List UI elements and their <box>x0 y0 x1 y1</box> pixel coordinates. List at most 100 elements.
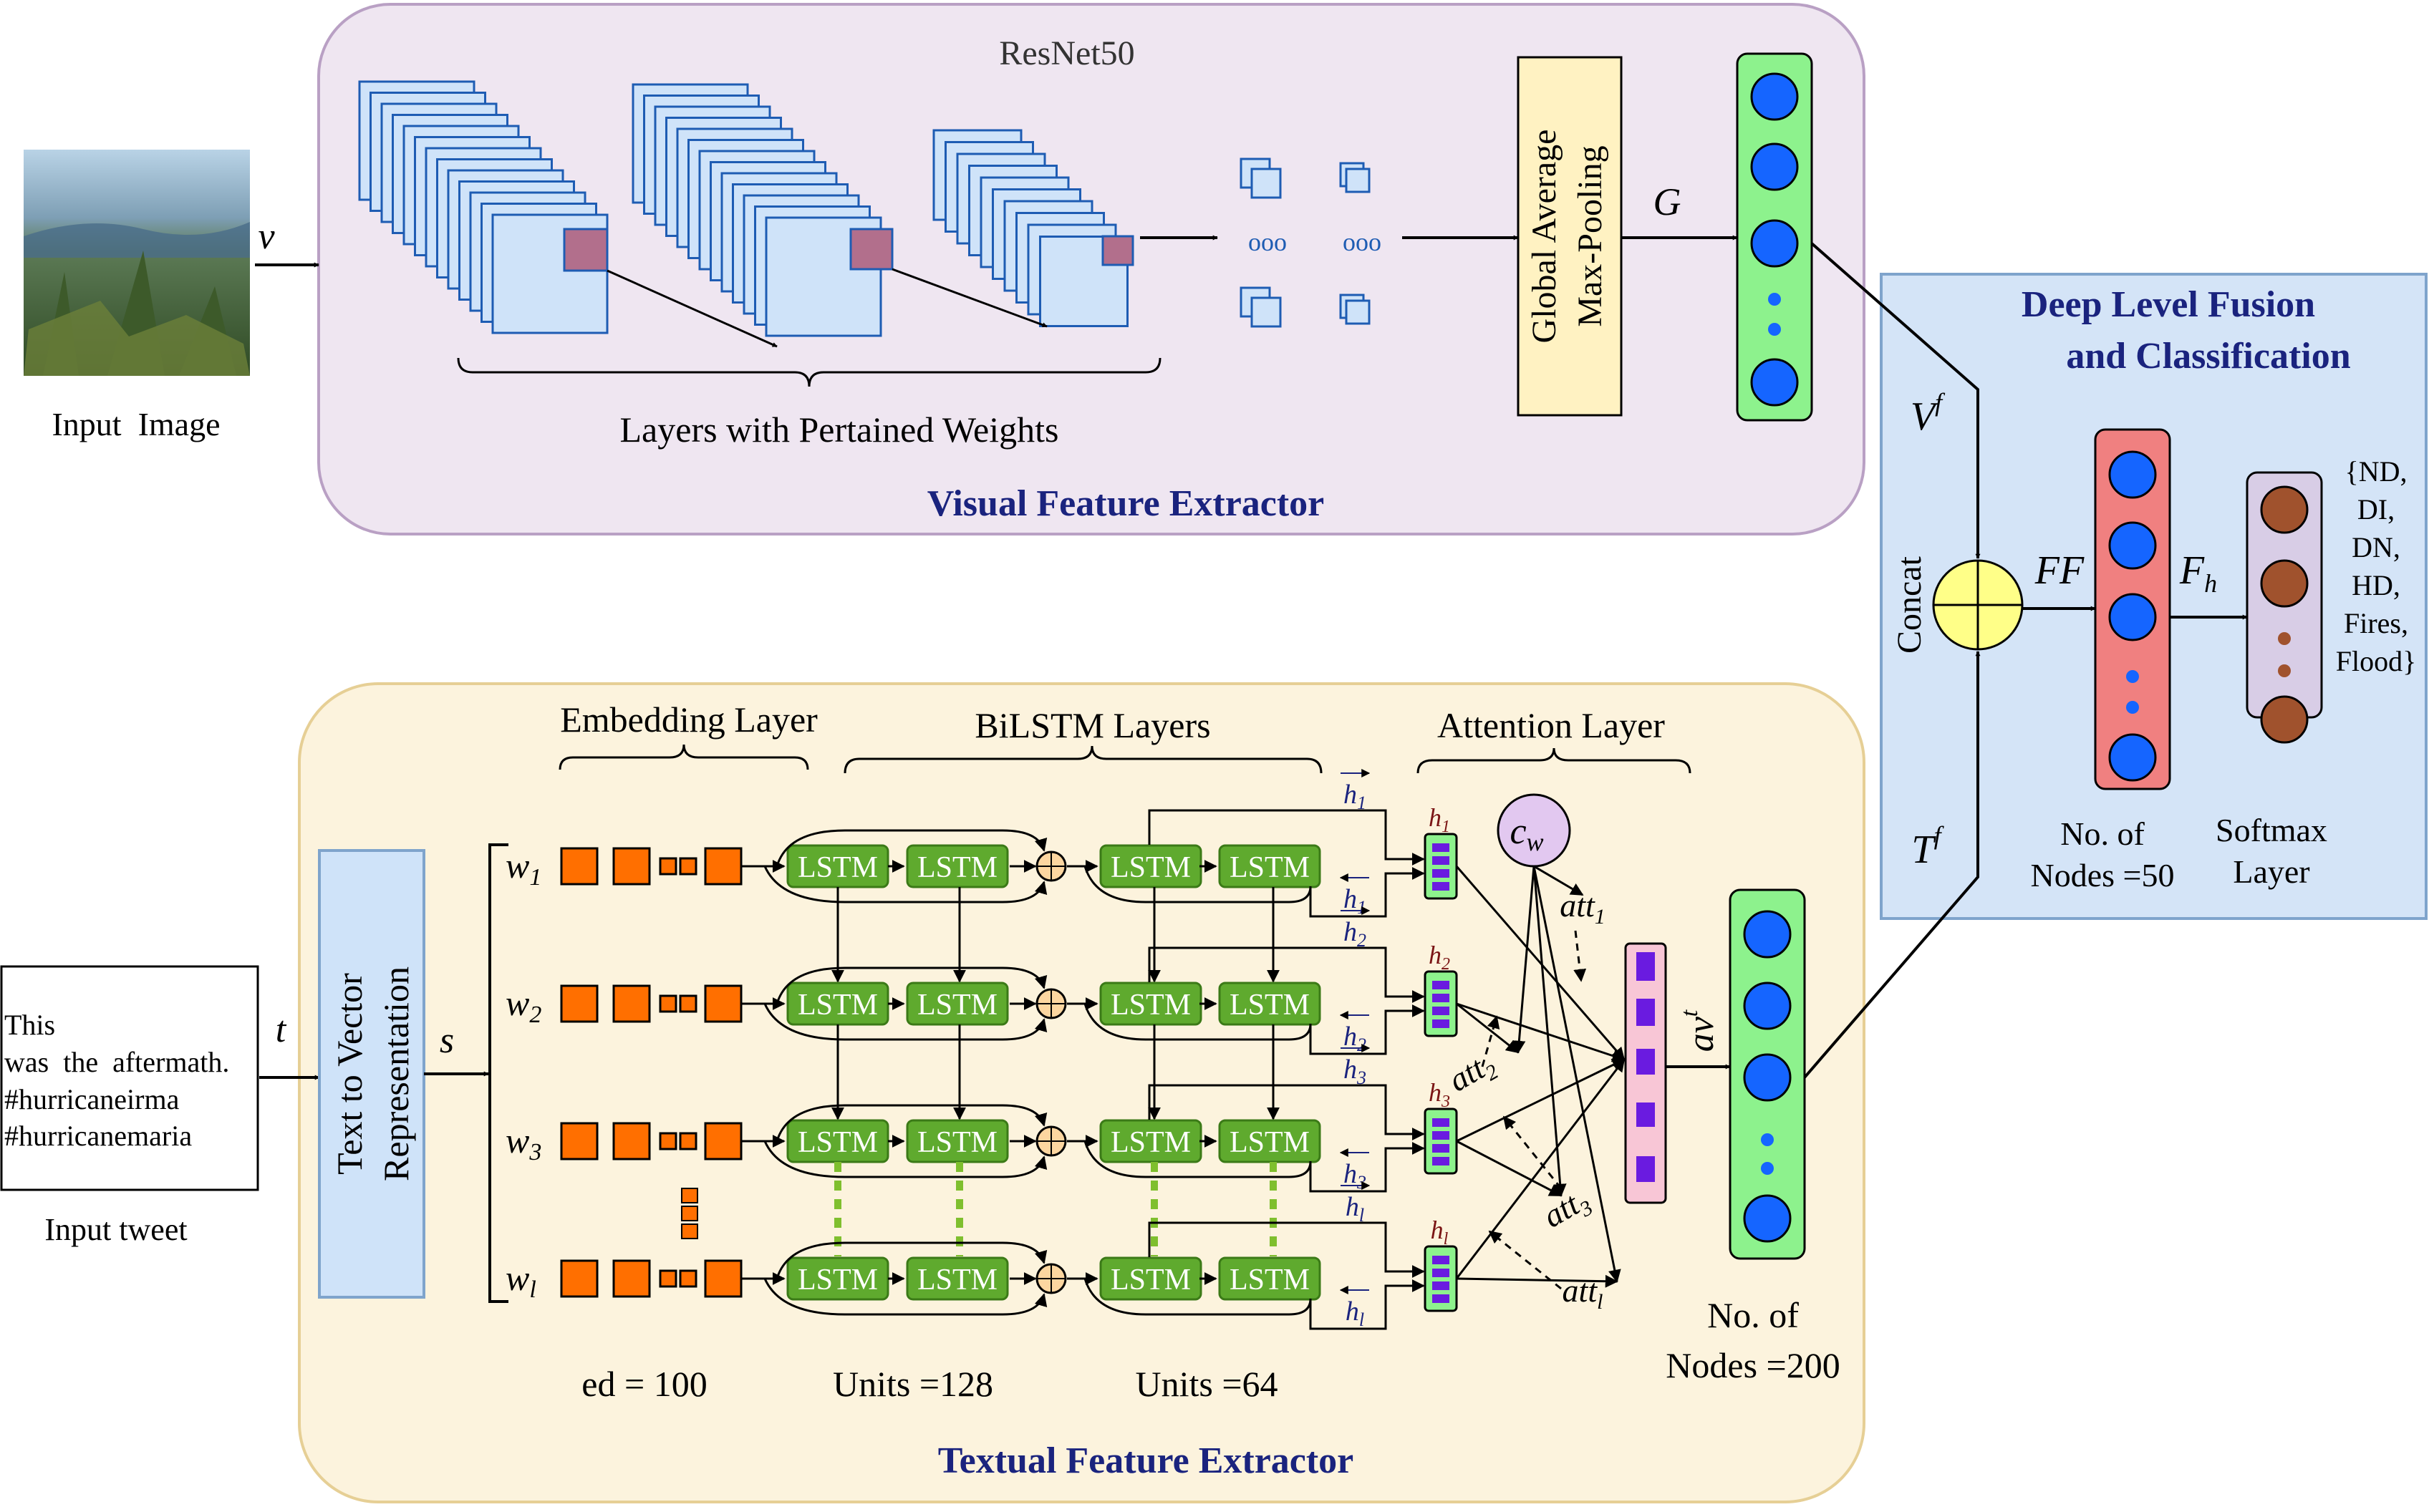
bilstm-layers-label: BiLSTM Layers <box>975 705 1210 745</box>
concat-node <box>1932 559 2024 651</box>
word-label: wl <box>506 1258 536 1303</box>
fusion-title-line1: Deep Level Fusion <box>2022 284 2315 325</box>
softmax-layer <box>2246 471 2323 744</box>
textual-nodes-line2: Nodes =200 <box>1666 1345 1840 1385</box>
lstm-cell <box>906 982 1009 1026</box>
t2v-line2: Representation <box>376 966 416 1181</box>
embedding-cell <box>560 984 599 1023</box>
textual-panel-title: Textual Feature Extractor <box>938 1440 1354 1481</box>
hidden-h-label: h2 <box>1429 941 1450 974</box>
input-image <box>24 150 250 376</box>
s-variable: s <box>440 1020 454 1061</box>
bilstm-brace <box>844 745 1323 774</box>
context-to-score-arrow <box>1532 866 1621 1283</box>
hidden-state-cell <box>1432 1281 1449 1290</box>
word-label: w1 <box>506 845 541 891</box>
lstm-label: LSTM <box>1230 1264 1310 1297</box>
hidden-h-label: h1 <box>1429 803 1450 836</box>
backward-h-label: hl <box>1346 1297 1364 1330</box>
hidden-h-label: h3 <box>1429 1078 1450 1111</box>
hidden-state-cell <box>1432 869 1449 878</box>
embedding-cell <box>612 984 651 1023</box>
forward-h-label: h1 <box>1343 780 1366 813</box>
resnet-label: ResNet50 <box>999 34 1134 72</box>
embedding-cell <box>704 984 743 1023</box>
hidden-state-cell <box>1432 856 1449 865</box>
tweet-line-2: was the aftermath. <box>4 1046 229 1078</box>
v-variable: v <box>258 216 275 257</box>
forward-hidden-arrow <box>1148 1084 1425 1140</box>
score-weight-arrow <box>1573 930 1587 982</box>
text-to-vector-box <box>318 849 425 1299</box>
softmax-line1: Softmax <box>2216 812 2327 848</box>
hidden-h-label: hl <box>1431 1216 1449 1249</box>
fusion-title-line2: and Classification <box>2066 336 2350 377</box>
backward-hidden-arrow <box>1309 867 1425 918</box>
hidden-state-cell <box>1432 1007 1449 1015</box>
ellipsis-cell <box>681 1206 698 1221</box>
lstm-cell <box>1218 844 1321 888</box>
score-weight-arrow <box>1481 1015 1500 1067</box>
context-vector-label: cw <box>1510 811 1543 856</box>
hidden-state-cell <box>1432 1144 1449 1153</box>
block2-to-block3-arrow <box>892 268 1048 328</box>
skip-path <box>776 829 1048 867</box>
lstm-label: LSTM <box>1111 1126 1191 1159</box>
lstm-label: LSTM <box>917 1126 998 1159</box>
class-label: DN, <box>2352 531 2400 563</box>
layers-label: Layers with Pertained Weights <box>620 410 1059 450</box>
hidden-to-score-arrow <box>1456 1140 1563 1197</box>
resnet-block-2 <box>632 83 894 337</box>
forward-h-label: h2 <box>1343 917 1366 951</box>
class-label: DI, <box>2357 493 2395 525</box>
hidden-state-cell <box>1432 1157 1449 1166</box>
g-variable: G <box>1653 180 1681 223</box>
embedding-cell <box>560 847 599 886</box>
embedding-cell <box>659 857 677 876</box>
resnet-block-1 <box>358 80 609 334</box>
forward-hidden-arrow <box>1148 946 1425 1003</box>
embedding-cell <box>659 1132 677 1150</box>
attention-score-label: attl <box>1563 1272 1603 1314</box>
textual-feature-vector <box>1729 888 1806 1260</box>
av-label: avt <box>1676 1009 1721 1052</box>
hidden-state-cell <box>1432 1019 1449 1028</box>
embedding-cell <box>560 1122 599 1160</box>
score-weight-arrow <box>1502 1115 1563 1189</box>
pooling-line2: Max-Pooling <box>1571 145 1609 326</box>
embedding-cell <box>679 857 697 876</box>
softmax-line2: Layer <box>2233 853 2309 890</box>
class-labels: {ND, DI, DN, HD, Fires, Flood} <box>2336 455 2417 677</box>
units2-label: Units =64 <box>1135 1364 1278 1404</box>
visual-panel-title: Visual Feature Extractor <box>927 483 1325 524</box>
lstm-label: LSTM <box>917 851 998 884</box>
input-tweet-caption: Input tweet <box>44 1212 187 1247</box>
embedding-cell <box>704 1259 743 1298</box>
hidden-to-attention-arrow <box>1456 1002 1626 1062</box>
context-to-score-arrow <box>1533 865 1584 896</box>
visual-to-concat-arrow <box>1810 242 1981 559</box>
embedding-brace <box>559 744 809 770</box>
fh-label: Fh <box>2179 548 2217 598</box>
ellipsis-cell <box>681 1223 698 1239</box>
t-variable: t <box>276 1009 287 1050</box>
hidden-state-cell <box>1432 981 1449 989</box>
score-weight-arrow <box>1488 1230 1562 1290</box>
hidden-to-attention-arrow <box>1455 1058 1626 1279</box>
embedding-layer-label: Embedding Layer <box>560 699 818 740</box>
embedding-cell <box>704 847 743 886</box>
class-label: Fires, <box>2344 607 2408 639</box>
backward-hidden-arrow <box>1309 1279 1425 1330</box>
lstm-label: LSTM <box>798 851 878 884</box>
forward-hidden-arrow <box>1148 809 1425 866</box>
attention-layer-label: Attention Layer <box>1437 705 1665 745</box>
embedding-cell <box>659 1269 677 1288</box>
skip-path <box>1083 866 1312 903</box>
hidden-state-cell <box>1432 1118 1449 1127</box>
hidden-to-attention-arrow <box>1455 866 1626 1061</box>
pooling-line1: Global Average <box>1525 130 1563 344</box>
input-tweet-box <box>0 965 259 1191</box>
ff-label: FF <box>2034 548 2085 593</box>
